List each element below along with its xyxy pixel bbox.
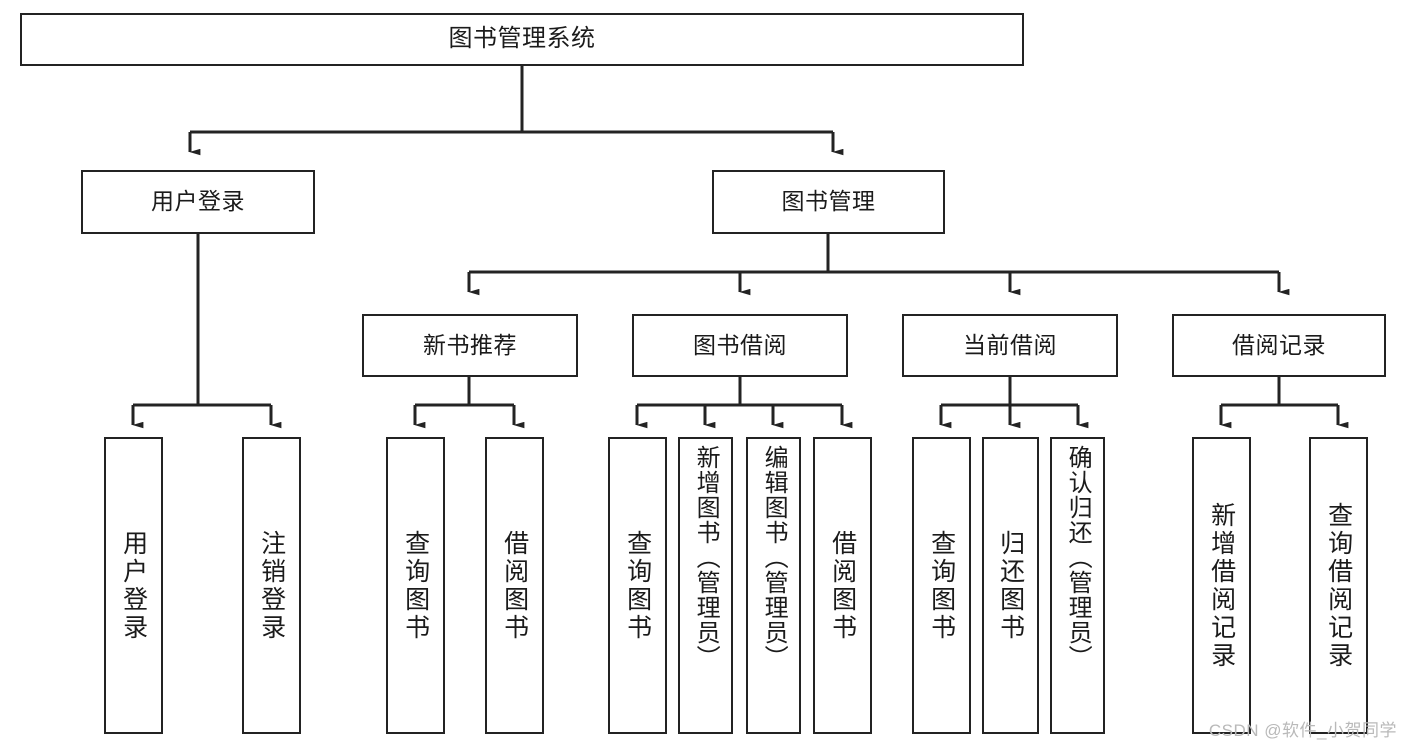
node-root-system[interactable]: 图书管理系统	[20, 13, 1024, 66]
node-label: 借阅记录	[1232, 331, 1326, 358]
node-label: 图书管理系统	[448, 25, 596, 53]
node-label: 归还图书	[996, 529, 1025, 642]
node-label: 借阅图书	[828, 529, 857, 642]
node-leaf-edit-book[interactable]: 编辑图书（管理员）	[746, 437, 801, 734]
node-leaf-query-book-current[interactable]: 查询图书	[912, 437, 971, 734]
node-label: 查询图书	[401, 529, 430, 642]
node-leaf-add-book[interactable]: 新增图书（管理员）	[678, 437, 733, 734]
node-label: 当前借阅	[963, 331, 1057, 358]
node-new-book-recommend[interactable]: 新书推荐	[362, 314, 578, 377]
node-label: 用户登录	[119, 529, 148, 642]
node-label: 查询图书	[623, 529, 652, 642]
node-leaf-return-book[interactable]: 归还图书	[982, 437, 1039, 734]
node-leaf-query-book-rec[interactable]: 查询图书	[386, 437, 445, 734]
node-label: 新增借阅记录	[1207, 501, 1236, 670]
node-book-manage[interactable]: 图书管理	[712, 170, 945, 234]
node-leaf-user-login[interactable]: 用户登录	[104, 437, 163, 734]
node-leaf-borrow-book[interactable]: 借阅图书	[813, 437, 872, 734]
node-current-borrow[interactable]: 当前借阅	[902, 314, 1118, 377]
node-label: 编辑图书（管理员）	[760, 445, 788, 670]
node-label: 查询图书	[927, 529, 956, 642]
node-label: 注销登录	[257, 529, 286, 642]
node-label: 图书管理	[781, 188, 876, 215]
node-label: 查询借阅记录	[1324, 501, 1353, 670]
node-label: 确认归还（管理员）	[1064, 445, 1092, 670]
node-leaf-query-book-borrow[interactable]: 查询图书	[608, 437, 667, 734]
node-label: 借阅图书	[500, 529, 529, 642]
node-leaf-add-borrow-record[interactable]: 新增借阅记录	[1192, 437, 1251, 734]
node-leaf-logout[interactable]: 注销登录	[242, 437, 301, 734]
node-label: 新增图书（管理员）	[692, 445, 720, 670]
node-label: 用户登录	[151, 188, 245, 215]
node-leaf-confirm-return[interactable]: 确认归还（管理员）	[1050, 437, 1105, 734]
node-leaf-query-borrow-record[interactable]: 查询借阅记录	[1309, 437, 1368, 734]
node-leaf-borrow-book-rec[interactable]: 借阅图书	[485, 437, 544, 734]
node-label: 图书借阅	[693, 331, 787, 358]
watermark: CSDN @软件_小贺同学	[1208, 721, 1397, 740]
node-label: 新书推荐	[423, 331, 517, 358]
node-user-login[interactable]: 用户登录	[81, 170, 315, 234]
node-borrow-record[interactable]: 借阅记录	[1172, 314, 1386, 377]
node-book-borrow[interactable]: 图书借阅	[632, 314, 848, 377]
